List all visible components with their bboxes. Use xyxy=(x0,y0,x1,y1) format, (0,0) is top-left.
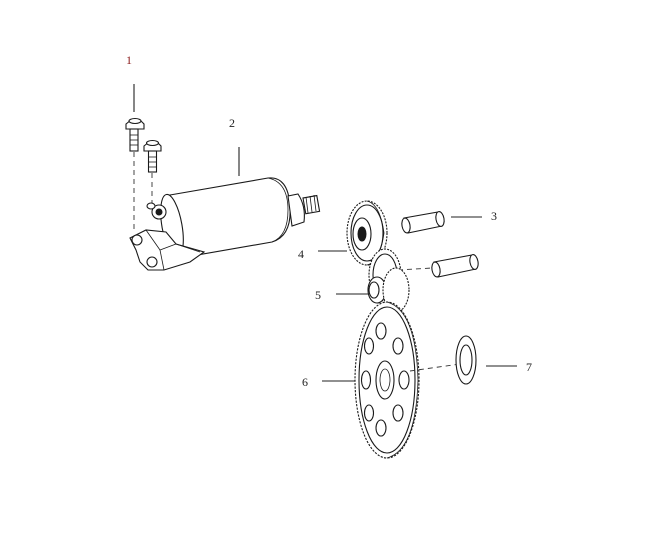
part-7-washer xyxy=(455,335,517,385)
pin-lower xyxy=(431,254,479,278)
part-5-hub xyxy=(336,267,410,313)
callout-1: 1 xyxy=(126,53,132,67)
callout-5: 5 xyxy=(315,288,321,302)
callout-4: 4 xyxy=(298,247,304,261)
bolt-a xyxy=(125,117,145,152)
part-3-shafts xyxy=(397,211,482,278)
callout-3: 3 xyxy=(491,209,497,223)
dashed-line-pin xyxy=(397,267,433,271)
part-2-starter-motor xyxy=(129,147,321,271)
bolt-b xyxy=(143,139,162,173)
callout-2: 2 xyxy=(229,116,235,130)
part-6-large-gear xyxy=(322,301,461,459)
callout-6: 6 xyxy=(302,375,308,389)
part-1-bolts xyxy=(125,84,162,232)
callout-7: 7 xyxy=(526,360,532,374)
pin-upper xyxy=(401,211,445,234)
